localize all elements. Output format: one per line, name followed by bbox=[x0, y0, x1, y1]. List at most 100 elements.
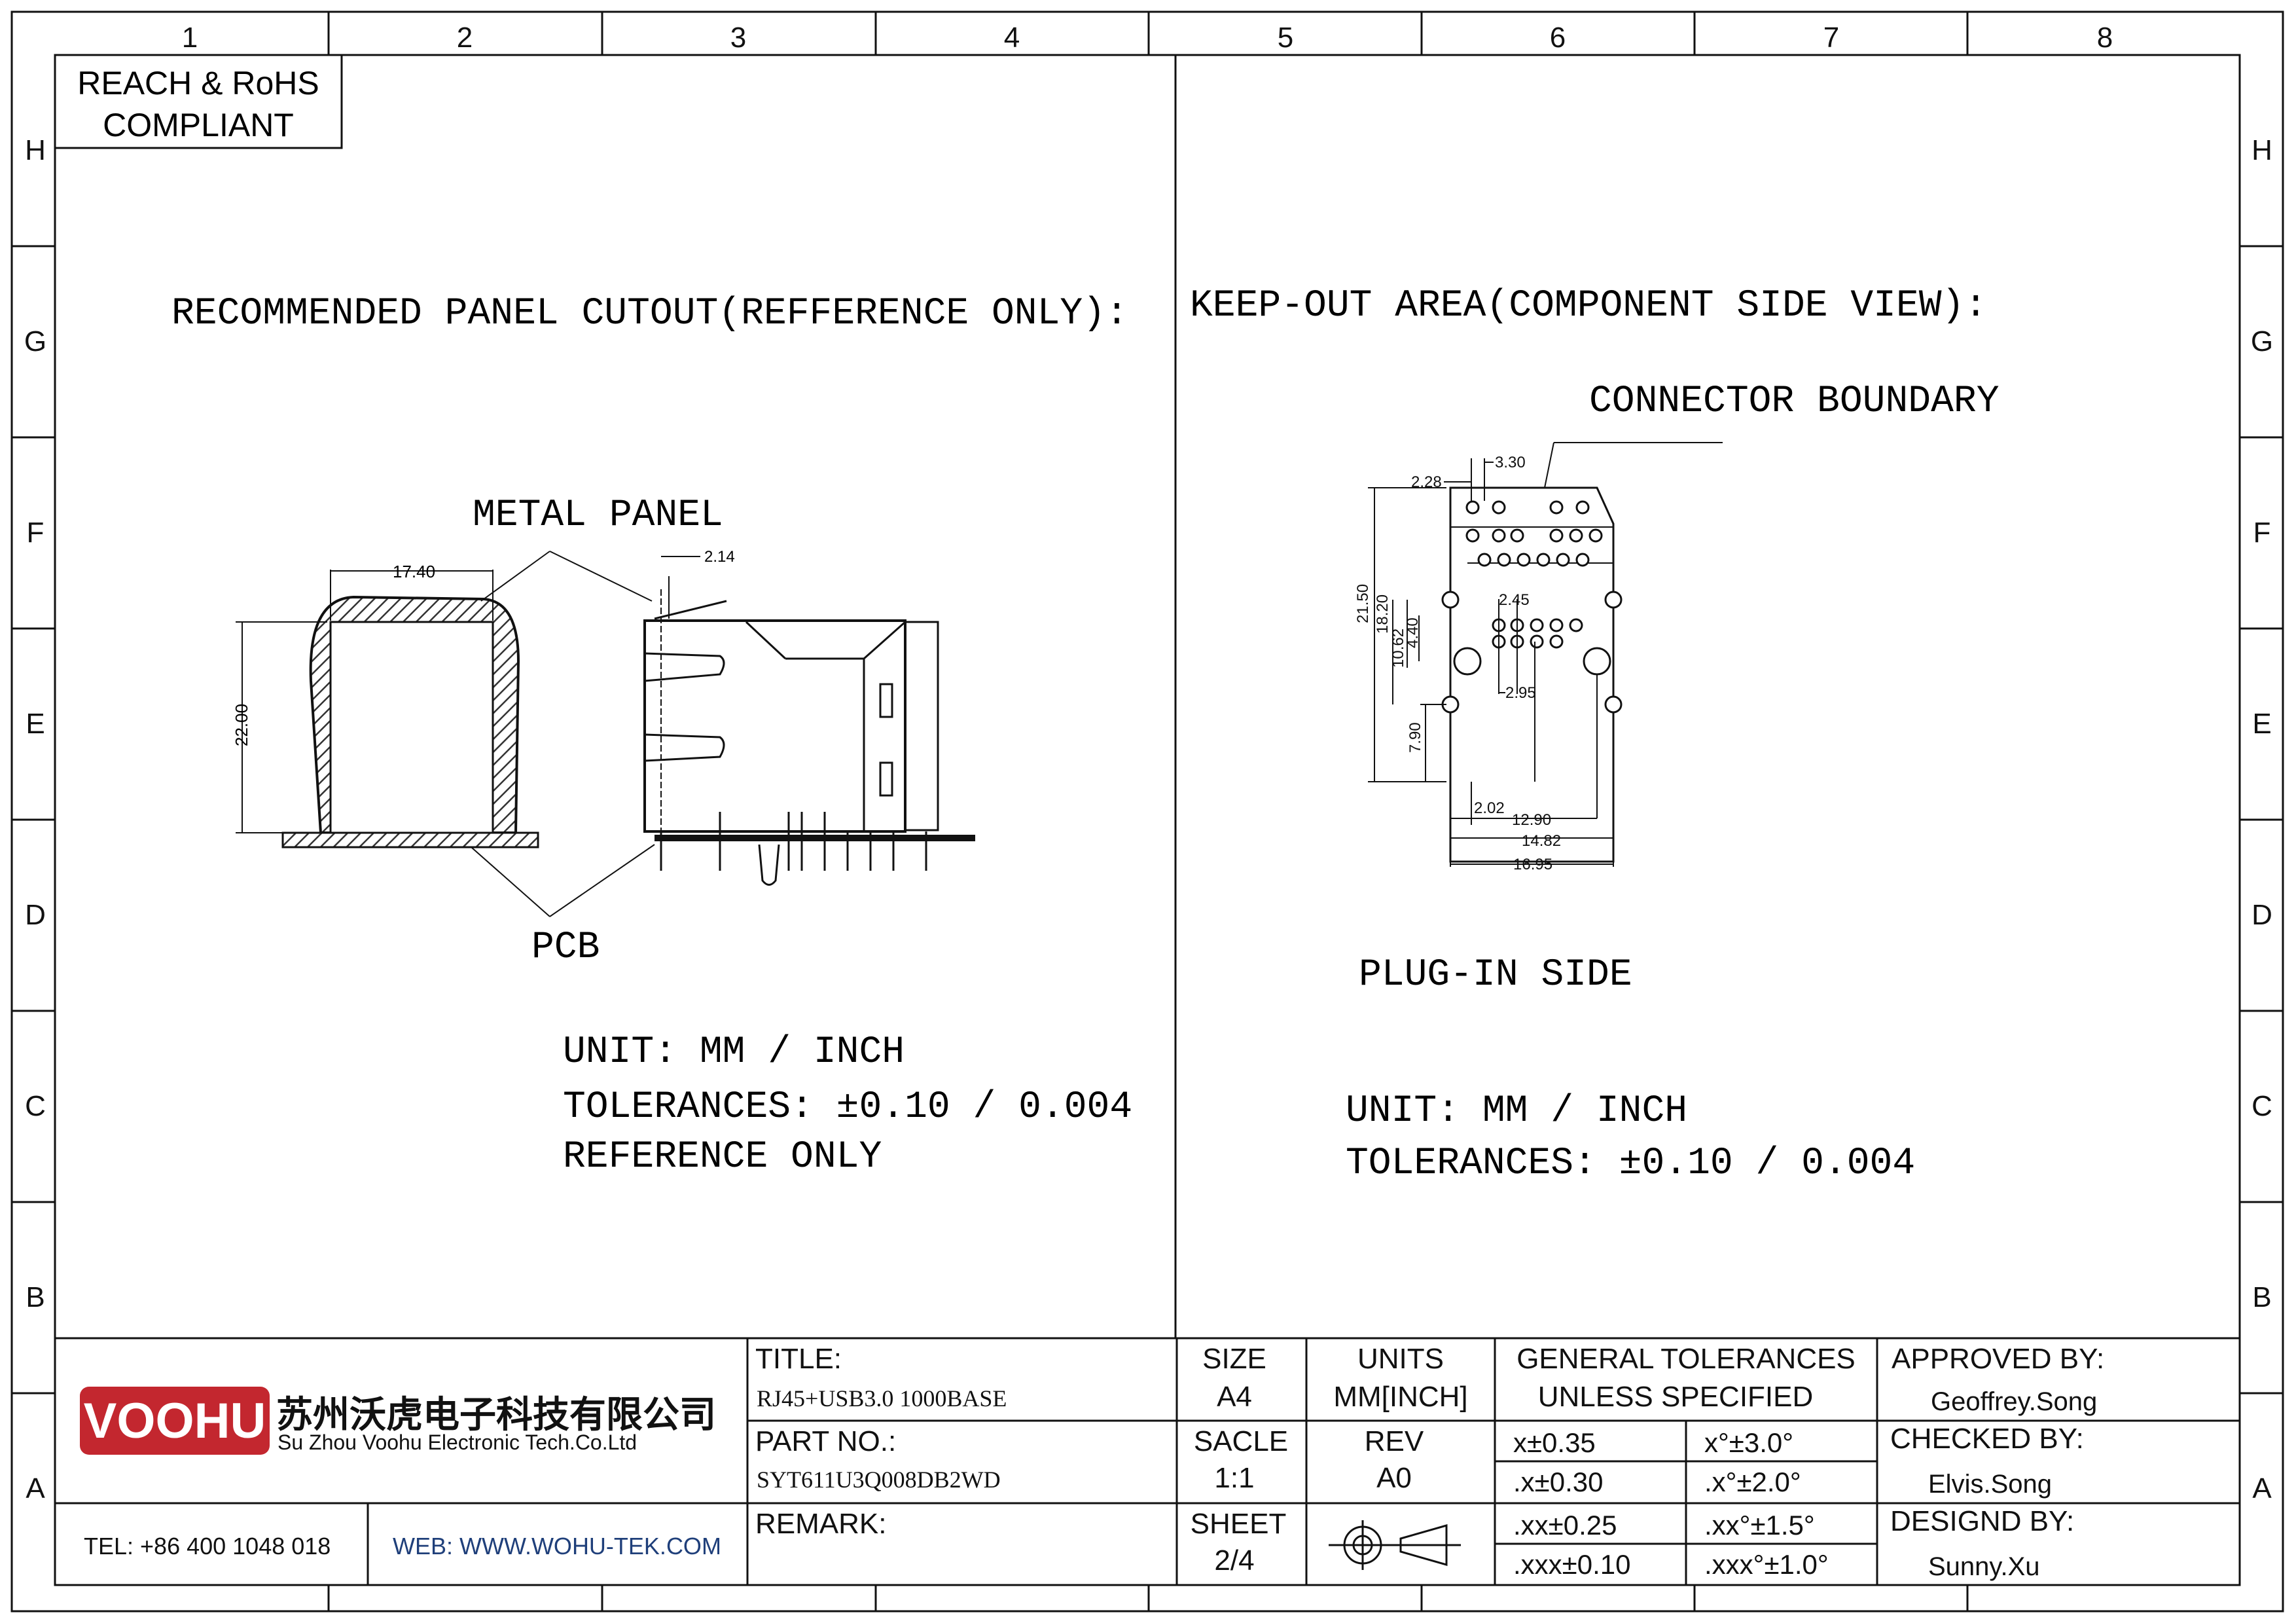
part-no-label: PART NO.: bbox=[755, 1425, 896, 1457]
outer-border bbox=[10, 10, 2284, 1613]
scale-label: SACLE bbox=[1194, 1425, 1288, 1457]
left-note-tolerance: TOLERANCES: ±0.10 / 0.004 bbox=[563, 1086, 1132, 1129]
row-label: D bbox=[25, 899, 46, 931]
row-label: G bbox=[2251, 325, 2273, 357]
tolerance-angular: .xxx°±1.0° bbox=[1704, 1549, 1829, 1580]
compliance-box bbox=[54, 54, 343, 149]
pcb-label: PCB bbox=[531, 926, 600, 969]
units-value: MM[INCH] bbox=[1333, 1381, 1467, 1413]
row-label: D bbox=[2251, 899, 2272, 931]
left-note-unit: UNIT: MM / INCH bbox=[563, 1031, 905, 1074]
boundary-leader-tick bbox=[1544, 442, 1554, 488]
tolerance-linear: x±0.35 bbox=[1513, 1427, 1596, 1458]
metal-panel-label: METAL PANEL bbox=[473, 494, 723, 537]
right-view-title: KEEP-OUT AREA(COMPONENT SIDE VIEW): bbox=[1190, 285, 1987, 327]
checked-by-value: Elvis.Song bbox=[1928, 1470, 2052, 1499]
footprint-holes bbox=[1441, 500, 1623, 714]
row-label: C bbox=[25, 1090, 46, 1122]
approved-by-value: Geoffrey.Song bbox=[1931, 1387, 2097, 1416]
row-label: H bbox=[2251, 134, 2272, 166]
company-name-en: Su Zhou Voohu Electronic Tech.Co.Ltd bbox=[278, 1431, 637, 1454]
voohu-logo bbox=[80, 1387, 270, 1455]
size-value: A4 bbox=[1217, 1381, 1252, 1413]
row-label: E bbox=[26, 708, 45, 740]
col-label: 1 bbox=[182, 22, 198, 54]
dim-12-90: 12.90 bbox=[1512, 811, 1551, 829]
dim-2-45: 2.45 bbox=[1499, 591, 1530, 609]
designed-by-label: DESIGND BY: bbox=[1890, 1505, 2074, 1537]
tolerance-header-2: UNLESS SPECIFIED bbox=[1538, 1381, 1814, 1413]
row-label: F bbox=[2253, 517, 2271, 549]
logo-text: VOOHU bbox=[84, 1393, 266, 1449]
dim-panel-width: 17.40 bbox=[393, 562, 435, 581]
col-label: 7 bbox=[1823, 22, 1839, 54]
zone-ticks bbox=[12, 12, 2283, 1611]
col-label: 2 bbox=[457, 22, 473, 54]
size-label: SIZE bbox=[1202, 1343, 1266, 1375]
tolerance-linear: .xxx±0.10 bbox=[1513, 1549, 1630, 1580]
remark-label: REMARK: bbox=[755, 1508, 886, 1540]
checked-by-label: CHECKED BY: bbox=[1890, 1423, 2084, 1455]
part-no-value: SYT611U3Q008DB2WD bbox=[757, 1467, 1001, 1493]
left-note-reference: REFERENCE ONLY bbox=[563, 1136, 882, 1178]
tolerance-linear: .x±0.30 bbox=[1513, 1467, 1603, 1497]
web-link[interactable]: WEB: WWW.WOHU-TEK.COM bbox=[393, 1533, 721, 1559]
row-label: C bbox=[2251, 1090, 2272, 1122]
dim-4-40: 4.40 bbox=[1404, 617, 1422, 648]
rev-label: REV bbox=[1365, 1425, 1424, 1457]
metal-panel-cutout bbox=[281, 595, 539, 848]
leader-lines bbox=[471, 551, 655, 917]
col-label: 3 bbox=[730, 22, 746, 54]
sheet-label: SHEET bbox=[1191, 1508, 1287, 1540]
row-label: B bbox=[26, 1281, 45, 1313]
rev-value: A0 bbox=[1376, 1462, 1412, 1494]
dim-18-20: 18.20 bbox=[1374, 594, 1391, 634]
row-label: A bbox=[26, 1472, 45, 1504]
tolerance-angular: .x°±2.0° bbox=[1704, 1467, 1801, 1497]
left-view-title: RECOMMENDED PANEL CUTOUT(REFFERENCE ONLY… bbox=[171, 293, 1128, 335]
dim-10-62: 10.62 bbox=[1390, 629, 1407, 668]
dim-14-82: 14.82 bbox=[1522, 832, 1561, 850]
dim-panel-height: 22.00 bbox=[232, 704, 251, 746]
col-label: 8 bbox=[2097, 22, 2113, 54]
col-label: 5 bbox=[1278, 22, 1293, 54]
units-label: UNITS bbox=[1357, 1343, 1444, 1375]
title-label: TITLE: bbox=[755, 1343, 842, 1375]
tolerance-linear: .xx±0.25 bbox=[1513, 1510, 1617, 1541]
dim-panel-thickness: 2.14 bbox=[704, 548, 735, 566]
tolerance-angular: x°±3.0° bbox=[1704, 1427, 1793, 1458]
designed-by-value: Sunny.Xu bbox=[1928, 1552, 2040, 1581]
right-note-unit: UNIT: MM / INCH bbox=[1346, 1090, 1687, 1133]
title-block-grid bbox=[55, 1337, 2240, 1585]
connector-side-view bbox=[643, 576, 975, 886]
tolerance-header-1: GENERAL TOLERANCES bbox=[1516, 1343, 1856, 1375]
tolerance-angular: .xx°±1.5° bbox=[1704, 1510, 1815, 1541]
sheet-value: 2/4 bbox=[1214, 1544, 1254, 1577]
company-name-cn: 苏州沃虎电子科技有限公司 bbox=[276, 1394, 716, 1435]
tel-text: TEL: +86 400 1048 018 bbox=[84, 1533, 331, 1559]
dim-2-28: 2.28 bbox=[1411, 473, 1442, 491]
right-note-tolerance: TOLERANCES: ±0.10 / 0.004 bbox=[1346, 1142, 1915, 1185]
scale-value: 1:1 bbox=[1214, 1462, 1254, 1494]
row-label: B bbox=[2252, 1281, 2271, 1313]
col-label: 4 bbox=[1004, 22, 1020, 54]
dim-2-02: 2.02 bbox=[1474, 799, 1505, 817]
panel-dim-lines bbox=[236, 570, 493, 833]
compliance-line2: COMPLIANT bbox=[103, 107, 294, 143]
dim-2-95: 2.95 bbox=[1505, 684, 1536, 702]
row-label: E bbox=[2252, 708, 2271, 740]
dim-16-95: 16.95 bbox=[1513, 856, 1552, 873]
dim-7-90: 7.90 bbox=[1407, 722, 1424, 753]
approved-by-label: APPROVED BY: bbox=[1892, 1343, 2104, 1375]
projection-symbol-icon bbox=[1329, 1520, 1461, 1570]
row-label: A bbox=[2252, 1472, 2272, 1504]
col-label: 6 bbox=[1550, 22, 1566, 54]
dim-3-30: 3.30 bbox=[1495, 454, 1526, 471]
plug-in-side-label: PLUG-IN SIDE bbox=[1359, 954, 1632, 996]
row-label: F bbox=[27, 517, 45, 549]
row-label: H bbox=[25, 134, 46, 166]
dim-21-50: 21.50 bbox=[1354, 584, 1372, 623]
right-dim-lines bbox=[1368, 458, 1614, 867]
title-value: RJ45+USB3.0 1000BASE bbox=[757, 1385, 1007, 1412]
